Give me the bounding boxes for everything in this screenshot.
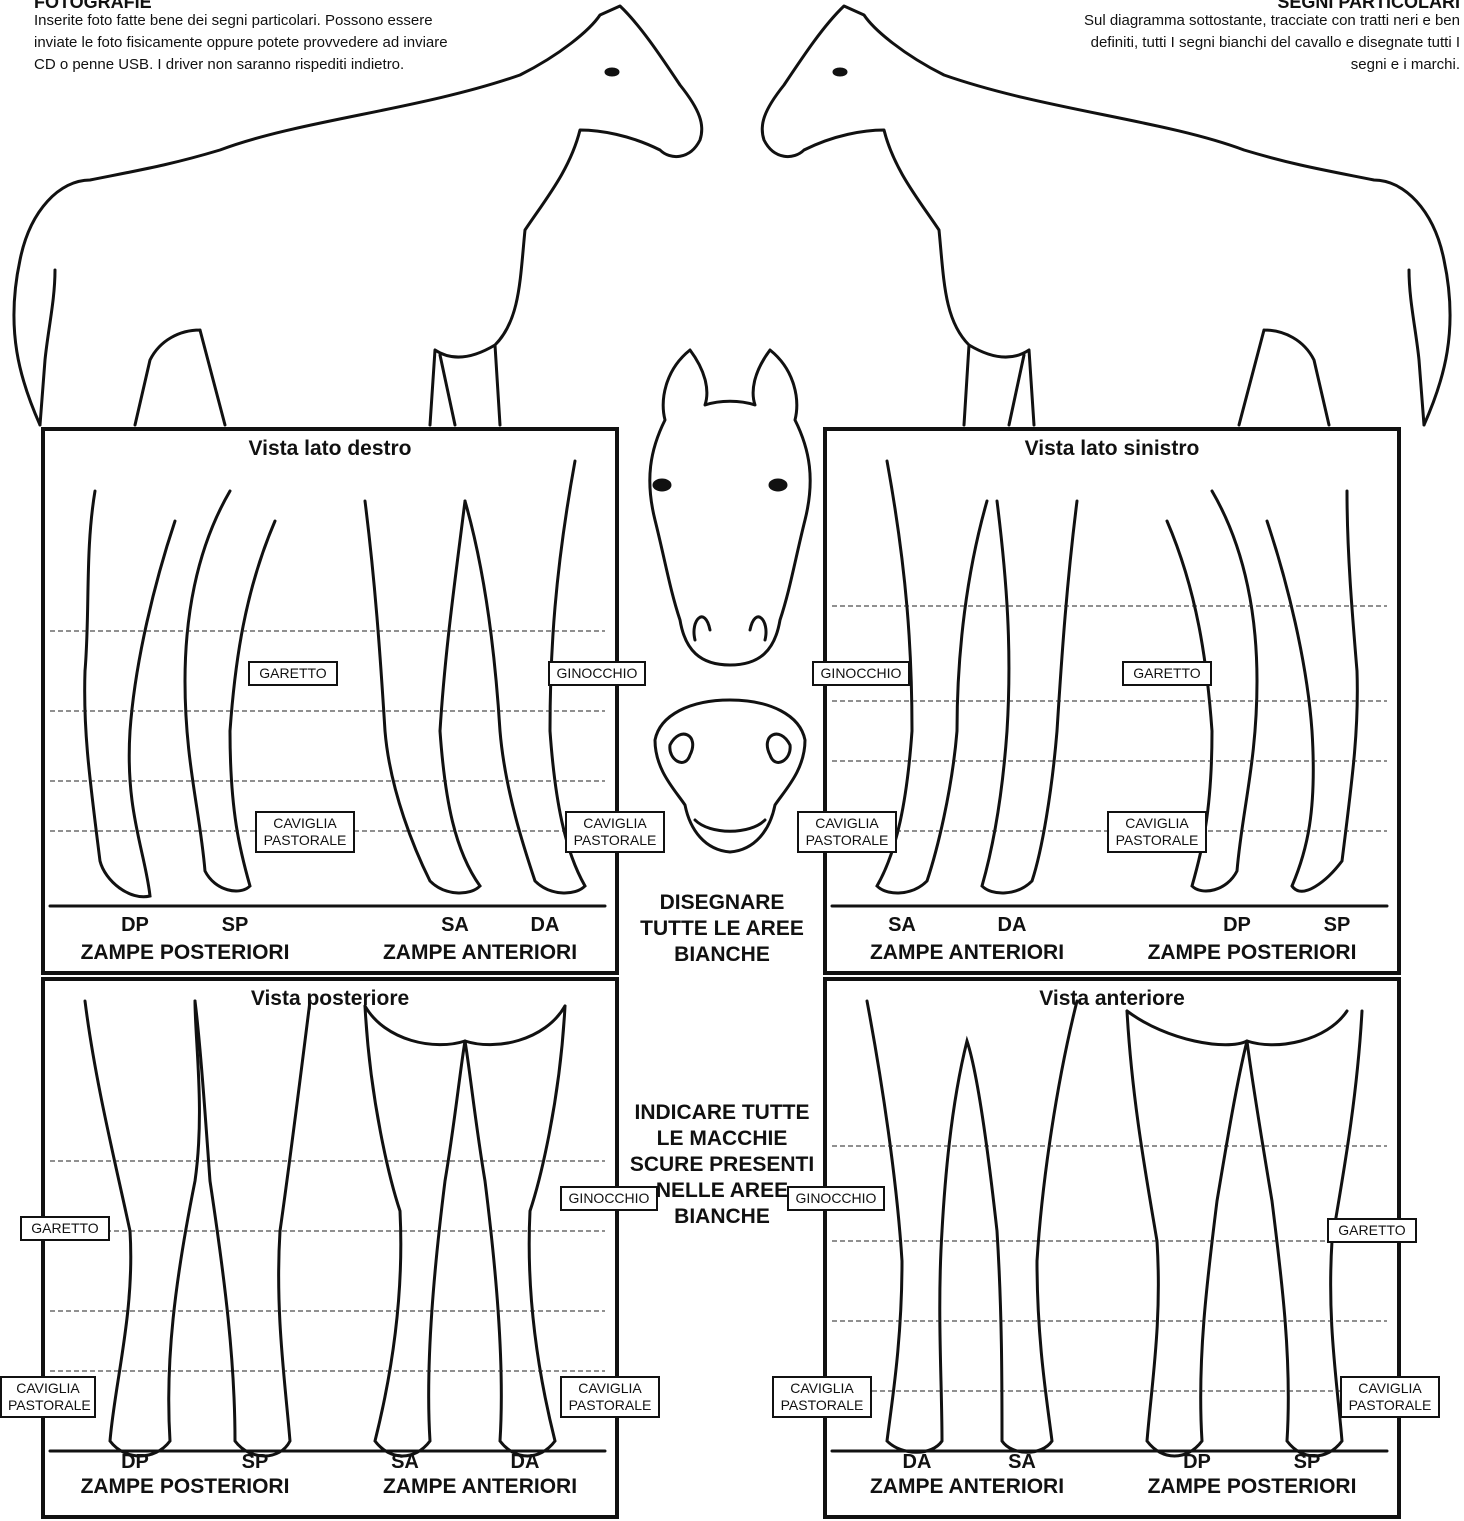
leg-label: SA [872, 914, 932, 937]
hock-label: GARETTO [20, 1216, 110, 1241]
group-label: ZAMPE ANTERIORI [832, 941, 1102, 965]
ankle-label: CAVIGLIA PASTORALE [772, 1376, 872, 1418]
horse-right-profile [14, 6, 702, 425]
leg-label: SP [1277, 1451, 1337, 1474]
ankle-label: CAVIGLIA PASTORALE [255, 811, 355, 853]
group-label: ZAMPE ANTERIORI [832, 1475, 1102, 1499]
horse-left-profile [762, 6, 1450, 425]
hock-label: GARETTO [1327, 1218, 1417, 1243]
ankle-label-2: CAVIGLIA PASTORALE [560, 1376, 660, 1418]
leg-label: SA [425, 914, 485, 937]
hock-label: GARETTO [1122, 661, 1212, 686]
mark-dark-spots-instruction: INDICARE TUTTE LE MACCHIE SCURE PRESENTI… [627, 1100, 817, 1230]
group-label: ZAMPE POSTERIORI [50, 1475, 320, 1499]
rear-legs [45, 981, 615, 1521]
leg-label: SA [375, 1451, 435, 1474]
draw-white-areas-instruction: DISEGNARE TUTTE LE AREE BIANCHE [627, 890, 817, 968]
ankle-label: CAVIGLIA PASTORALE [797, 811, 897, 853]
leg-label: SP [1307, 914, 1367, 937]
leg-label: DP [1167, 1451, 1227, 1474]
ankle-label-2: CAVIGLIA PASTORALE [565, 811, 665, 853]
left-side-legs [827, 431, 1397, 971]
hock-label: GARETTO [248, 661, 338, 686]
knee-label: GINOCCHIO [812, 661, 910, 686]
group-label: ZAMPE ANTERIORI [345, 1475, 615, 1499]
leg-label: DP [105, 914, 165, 937]
group-label: ZAMPE POSTERIORI [1117, 941, 1387, 965]
panel-right-side-view: Vista lato destro GARETTO GINOCCHIO CAVI… [41, 427, 619, 975]
horse-head-front [650, 350, 810, 665]
panel-rear-view: Vista posteriore GARETTO GINOCCHIO CAVIG… [41, 977, 619, 1519]
leg-label: DP [1207, 914, 1267, 937]
knee-label: GINOCCHIO [548, 661, 646, 686]
leg-label: SA [992, 1451, 1052, 1474]
leg-label: DA [982, 914, 1042, 937]
leg-label: DA [515, 914, 575, 937]
ankle-label-2: CAVIGLIA PASTORALE [1107, 811, 1207, 853]
group-label: ZAMPE POSTERIORI [50, 941, 320, 965]
leg-label: DA [495, 1451, 555, 1474]
group-label: ZAMPE ANTERIORI [345, 941, 615, 965]
leg-label: DP [105, 1451, 165, 1474]
ankle-label: CAVIGLIA PASTORALE [0, 1376, 96, 1418]
front-legs [827, 981, 1397, 1521]
right-side-legs [45, 431, 615, 971]
horse-muzzle [655, 700, 805, 852]
leg-label: DA [887, 1451, 947, 1474]
leg-label: SP [225, 1451, 285, 1474]
panel-left-side-view: Vista lato sinistro GINOCCHIO GARETTO CA… [823, 427, 1401, 975]
group-label: ZAMPE POSTERIORI [1117, 1475, 1387, 1499]
panel-front-view: Vista anteriore GINOCCHIO GARETTO CAVIGL… [823, 977, 1401, 1519]
leg-label: SP [205, 914, 265, 937]
ankle-label-2: CAVIGLIA PASTORALE [1340, 1376, 1440, 1418]
